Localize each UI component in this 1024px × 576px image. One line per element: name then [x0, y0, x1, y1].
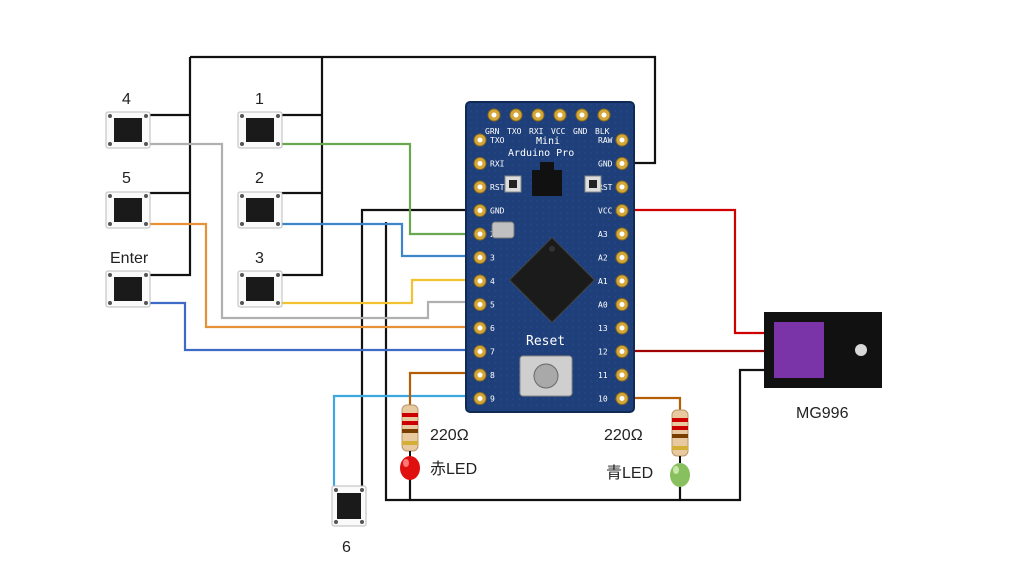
button-3[interactable] [237, 270, 283, 308]
arduino-pro-mini-board: TXORXIRSTGND23456789 RAWGNDRSTVCCA3A2A1A… [465, 101, 635, 413]
wire-gray [150, 142, 480, 320]
top-pin-label-txo: TXO [507, 127, 522, 136]
resistor-red-led [401, 404, 419, 452]
wire-red-vcc [622, 208, 768, 335]
right-pin-label-a1: A1 [598, 277, 608, 286]
left-pin-label-gnd: GND [490, 207, 505, 216]
left-pin-label-9: 9 [490, 395, 495, 404]
wire-orange [150, 222, 480, 329]
right-pin-label-12: 12 [598, 348, 608, 357]
button-enter[interactable] [105, 270, 151, 308]
top-header-pins [487, 108, 611, 122]
left-pin-label-rst: RST [490, 183, 505, 192]
button-4[interactable] [105, 111, 151, 149]
right-pin-label-10: 10 [598, 395, 608, 404]
left-pin-label-5: 5 [490, 301, 495, 310]
button-3-label: 3 [255, 250, 264, 267]
left-header-pins: TXORXIRSTGND23456789 [473, 133, 505, 405]
right-pin-label-11: 11 [598, 371, 608, 380]
wire-gnd-left-vertical [150, 57, 192, 277]
top-pin-label-grn: GRN [485, 127, 500, 136]
atmega-chip [508, 236, 596, 324]
wire-brown-blue-led [622, 396, 682, 410]
led-blue-label: 青LED [606, 464, 653, 482]
led-red-label: 赤LED [430, 460, 477, 478]
button-1-label: 1 [255, 91, 264, 108]
left-pin-label-rxi: RXI [490, 160, 505, 169]
wire-gnd-top [190, 55, 657, 165]
left-pin-label-8: 8 [490, 371, 495, 380]
wire-gnd-bottom [384, 222, 768, 502]
reset-button[interactable] [519, 355, 573, 397]
wire-brown-red-led [408, 371, 480, 405]
board-title-arduino-pro: Arduino Pro [508, 148, 574, 159]
wire-blue-btn2 [282, 222, 480, 258]
top-pin-label-rxi: RXI [529, 127, 544, 136]
top-pin-label-vcc: VCC [551, 127, 566, 136]
button-6[interactable] [331, 485, 367, 527]
resistor-blue-label: 220Ω [604, 427, 643, 444]
right-pin-label-a2: A2 [598, 254, 608, 263]
right-pin-label-vcc: VCC [598, 207, 613, 216]
board-title-mini: Mini [536, 136, 560, 147]
wires [150, 55, 768, 502]
button-enter-label: Enter [110, 250, 149, 267]
button-2[interactable] [237, 191, 283, 229]
wire-green [282, 142, 480, 236]
top-pin-label-blk: BLK [595, 127, 610, 136]
right-pin-label-gnd: GND [598, 160, 613, 169]
led-blue [670, 463, 690, 487]
wire-lightblue [332, 394, 480, 490]
top-pin-label-gnd: GND [573, 127, 588, 136]
button-1[interactable] [237, 111, 283, 149]
right-pin-label-rst: RST [598, 183, 613, 192]
servo-mg996 [764, 312, 882, 388]
wire-yellow [282, 278, 480, 305]
wire-darkblue [150, 301, 480, 352]
right-pin-label-a3: A3 [598, 230, 608, 239]
left-pin-label-6: 6 [490, 324, 495, 333]
left-pin-label-3: 3 [490, 254, 495, 263]
wire-gnd-mid-vertical [282, 57, 324, 277]
reset-label: Reset [526, 334, 565, 349]
right-pin-label-a0: A0 [598, 301, 608, 310]
button-5-label: 5 [122, 170, 131, 187]
right-pin-label-raw: RAW [598, 136, 613, 145]
led-red [400, 456, 420, 480]
left-pin-label-4: 4 [490, 277, 495, 286]
right-pin-label-13: 13 [598, 324, 608, 333]
left-pin-label-7: 7 [490, 348, 495, 357]
button-2-label: 2 [255, 170, 264, 187]
top-pin-labels: GRN TXO RXI VCC GND BLK [485, 127, 610, 136]
button-6-label: 6 [342, 539, 351, 556]
button-4-label: 4 [122, 91, 131, 108]
left-pin-label-txo: TXO [490, 136, 505, 145]
resistor-red-label: 220Ω [430, 427, 469, 444]
resistor-blue-led [671, 409, 689, 457]
button-5[interactable] [105, 191, 151, 229]
servo-label: MG996 [796, 405, 849, 422]
